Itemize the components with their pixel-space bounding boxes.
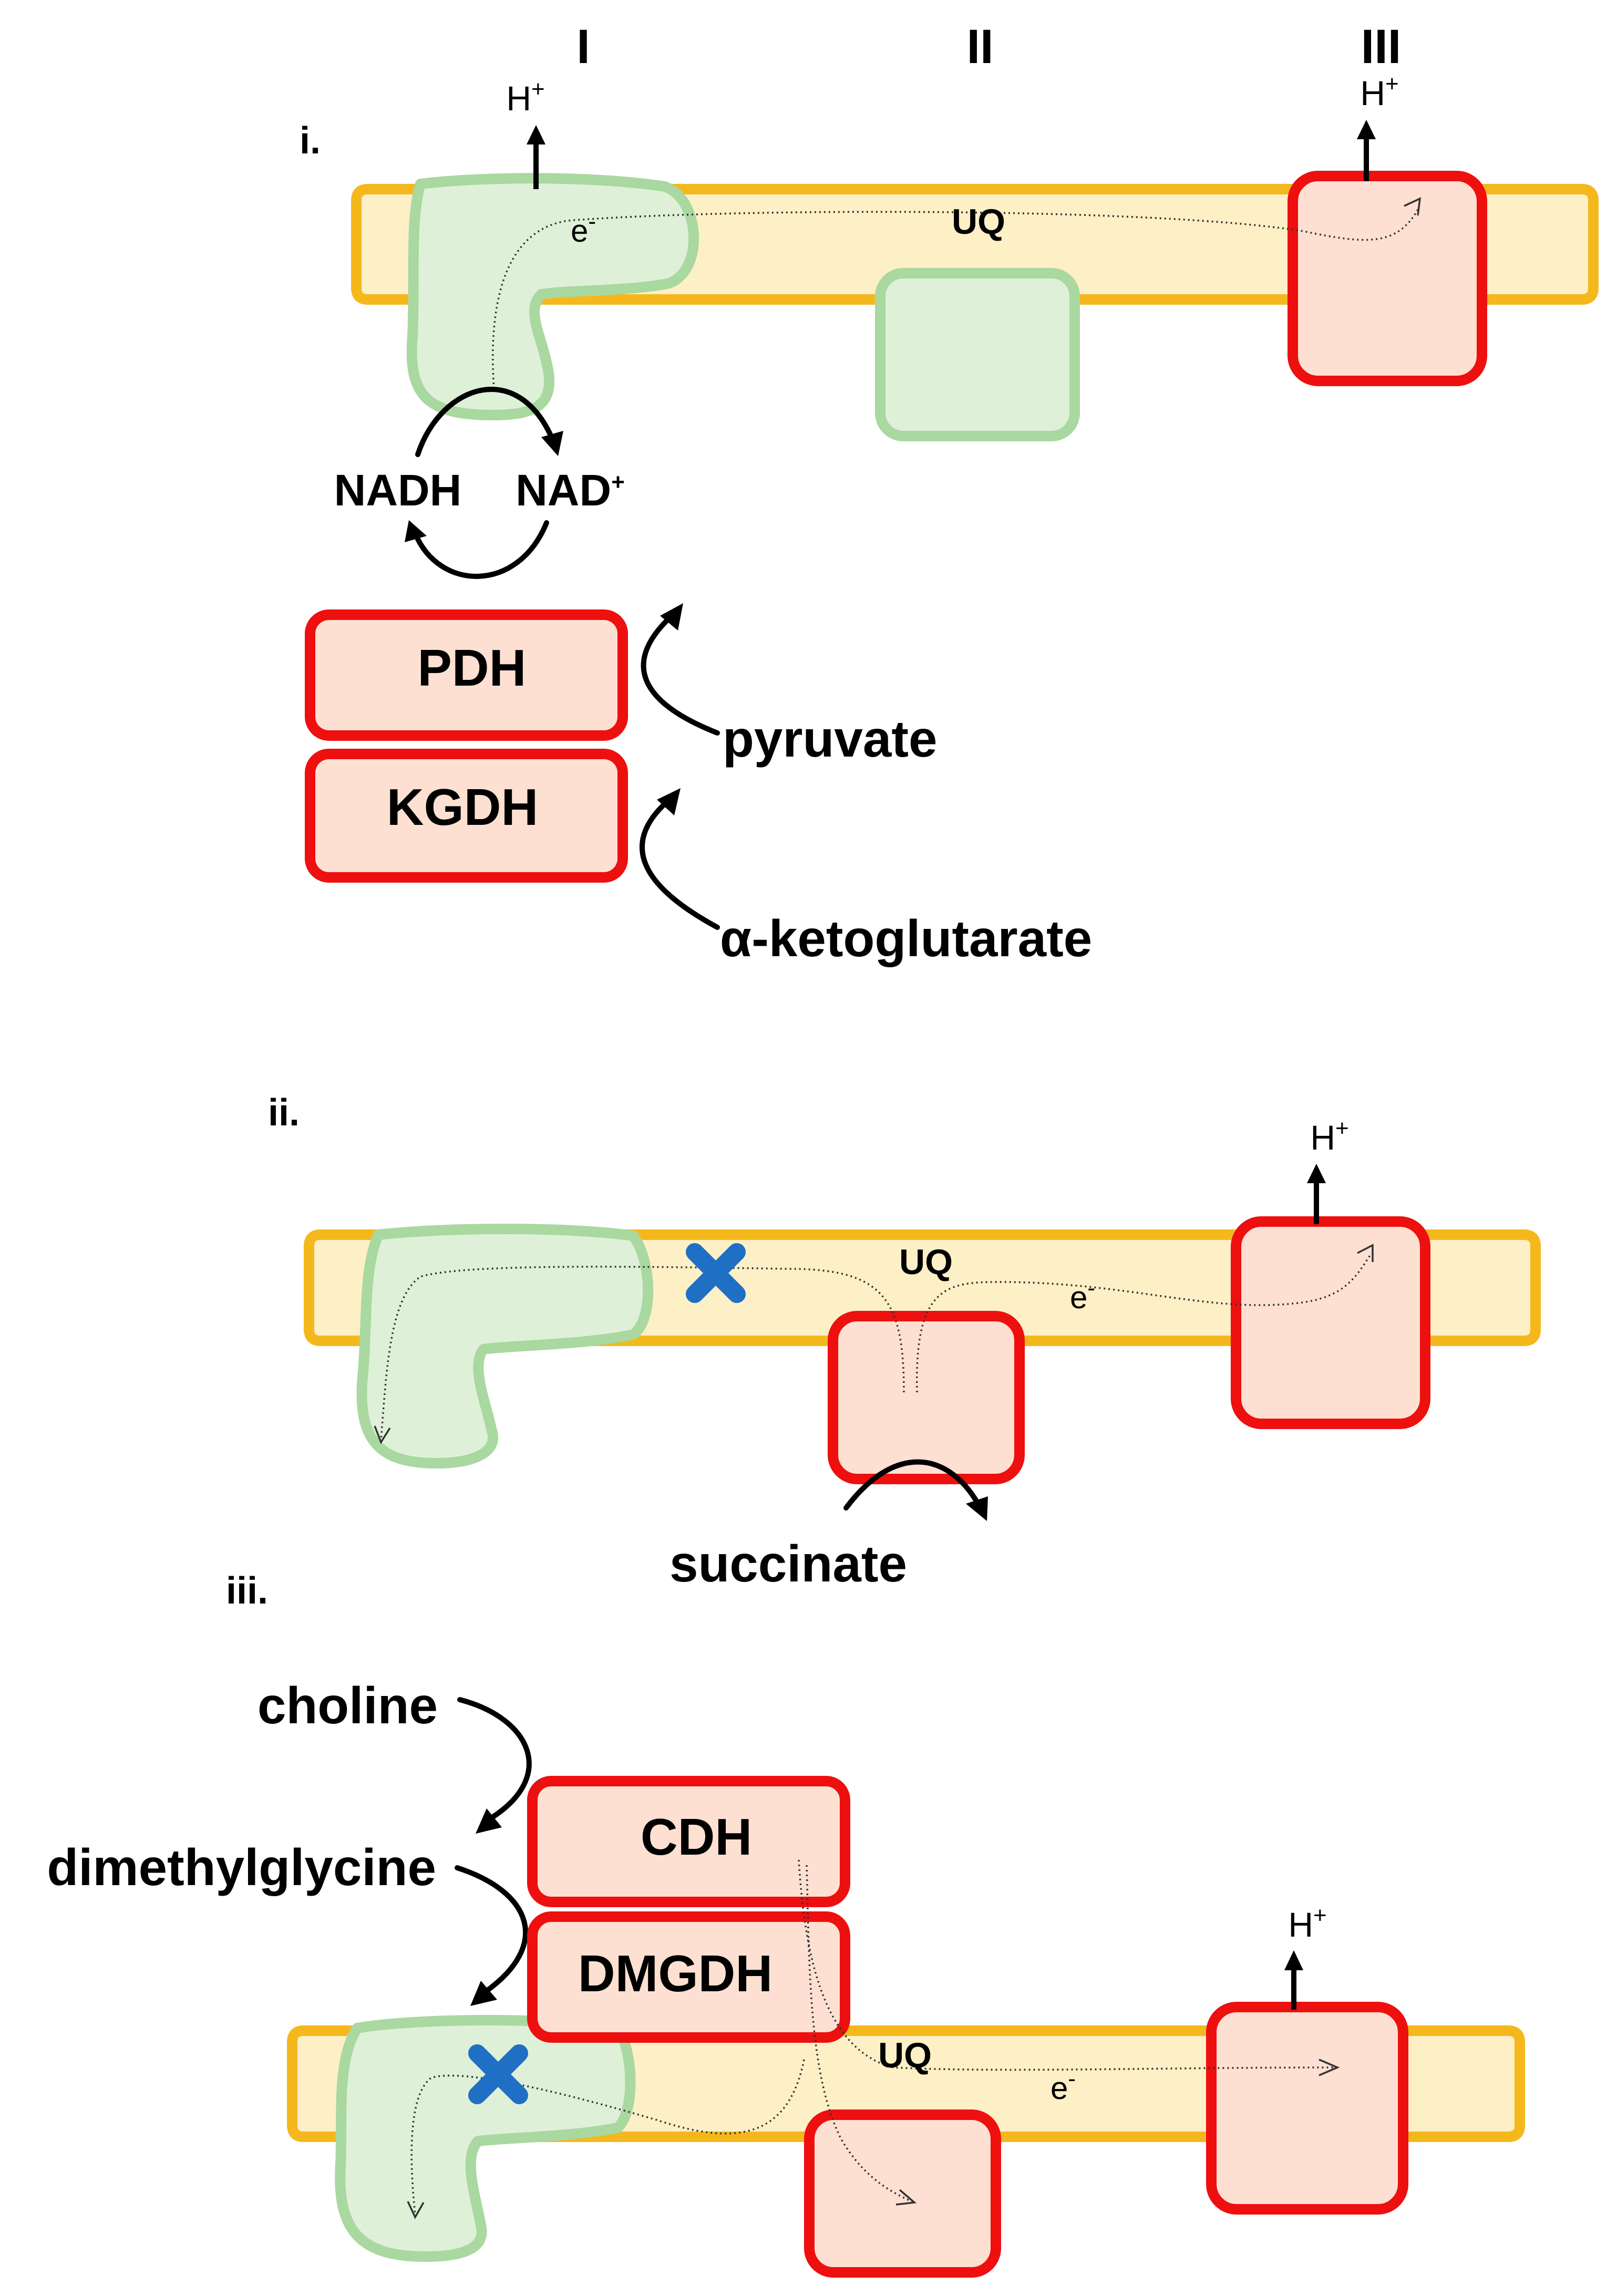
pdh-label: PDH	[418, 639, 527, 697]
complex-i-block-mark-iii	[468, 2044, 528, 2104]
succinate-arrowhead	[966, 1496, 988, 1521]
electron-label-ii: e-	[1070, 1275, 1095, 1315]
proton-arrowhead-iii-c3	[1284, 1950, 1303, 1970]
uq-label-iii: UQ	[878, 2035, 932, 2075]
panel-ii: ii. H+ UQ e- succinate	[268, 1092, 1541, 1592]
electron-path-iii-to-c2-head	[895, 2189, 917, 2206]
nad-label: NAD+	[516, 466, 625, 515]
proton-label-iii-c3: H+	[1288, 1902, 1326, 1944]
choline-label: choline	[258, 1677, 438, 1734]
kgdh-label: KGDH	[387, 778, 539, 836]
nadh-oxidation-arrow	[415, 387, 557, 457]
complex-i-block-mark	[686, 1243, 746, 1303]
electron-path-iii-to-c3-head	[1319, 2059, 1340, 2076]
nad-reduction-arrowhead	[405, 520, 427, 542]
uq-label-i: UQ	[952, 202, 1005, 242]
complex-headers: I II III	[576, 20, 1401, 74]
electron-path-iii-reverse-head	[407, 2201, 425, 2219]
electron-label-iii: e-	[1050, 2066, 1076, 2106]
panel-i: i. H+ H+ UQ e- NADH NAD+ PDH KGDH	[300, 71, 1599, 967]
proton-arrowhead-i-c3	[1357, 120, 1376, 139]
pyruvate-arrow	[641, 617, 720, 736]
ketoglutarate-arrowhead	[657, 788, 681, 815]
dmgdh-enzyme	[527, 1911, 850, 2043]
succinate-label: succinate	[670, 1535, 907, 1592]
nadh-label: NADH	[334, 466, 462, 515]
dimethylglycine-arrow	[455, 1865, 528, 1994]
dmgdh-label: DMGDH	[578, 1945, 773, 2002]
complex-iii-label: III	[1361, 20, 1402, 74]
succinate-arrow	[843, 1459, 980, 1511]
choline-arrowhead	[476, 1808, 502, 1834]
panel-iii: iii. choline dimethylglycine CDH DMGDH H…	[47, 1570, 1525, 2278]
complex-ii-panel-i	[875, 268, 1080, 441]
dimethylglycine-arrowhead	[470, 1981, 497, 2006]
kgdh-enzyme	[305, 749, 628, 883]
uq-label-ii: UQ	[899, 1242, 953, 1282]
nadh-oxidation-arrowhead	[541, 431, 563, 456]
proton-label-ii-c3: H+	[1310, 1115, 1348, 1157]
proton-arrowhead-i-c1	[527, 125, 545, 144]
pyruvate-arrowhead	[660, 603, 683, 630]
complex-i-panel-ii	[356, 1223, 654, 1468]
pdh-enzyme	[305, 609, 628, 741]
electron-path-i-head	[1404, 197, 1422, 216]
dimethylglycine-label: dimethylglycine	[47, 1838, 436, 1896]
choline-arrow	[457, 1697, 532, 1821]
electron-path-iii-to-c3	[798, 1859, 1335, 2071]
electron-path-i	[492, 207, 1420, 389]
panel-i-label: i.	[300, 120, 321, 162]
complex-i-panel-i	[406, 173, 699, 420]
ketoglutarate-label: α-ketoglutarate	[720, 909, 1092, 967]
proton-arrowhead-ii-c3	[1307, 1164, 1326, 1183]
complex-iii-panel-ii	[1231, 1216, 1430, 1429]
complex-i-label: I	[576, 20, 590, 74]
complex-ii-panel-ii	[828, 1311, 1025, 1484]
complex-ii-label: II	[966, 20, 993, 74]
electron-path-ii-reverse-head	[374, 1425, 391, 1444]
cdh-enzyme	[527, 1776, 850, 1907]
pyruvate-label: pyruvate	[723, 710, 938, 768]
electron-path-ii-to-c3-head	[1357, 1244, 1374, 1262]
nad-reduction-arrow	[413, 520, 549, 579]
proton-label-i-c3: H+	[1360, 71, 1398, 112]
complex-iii-panel-i	[1288, 171, 1487, 386]
electron-path-iii-reverse	[410, 2059, 805, 2215]
cdh-label: CDH	[641, 1808, 752, 1866]
panel-ii-label: ii.	[268, 1092, 300, 1134]
proton-label-i-c1: H+	[506, 76, 544, 118]
ketoglutarate-arrow	[640, 801, 720, 930]
panel-iii-label: iii.	[226, 1570, 268, 1612]
electron-label-i: e-	[571, 209, 596, 249]
complex-iii-panel-iii	[1206, 2002, 1408, 2215]
electron-path-ii-to-c3	[915, 1253, 1373, 1393]
